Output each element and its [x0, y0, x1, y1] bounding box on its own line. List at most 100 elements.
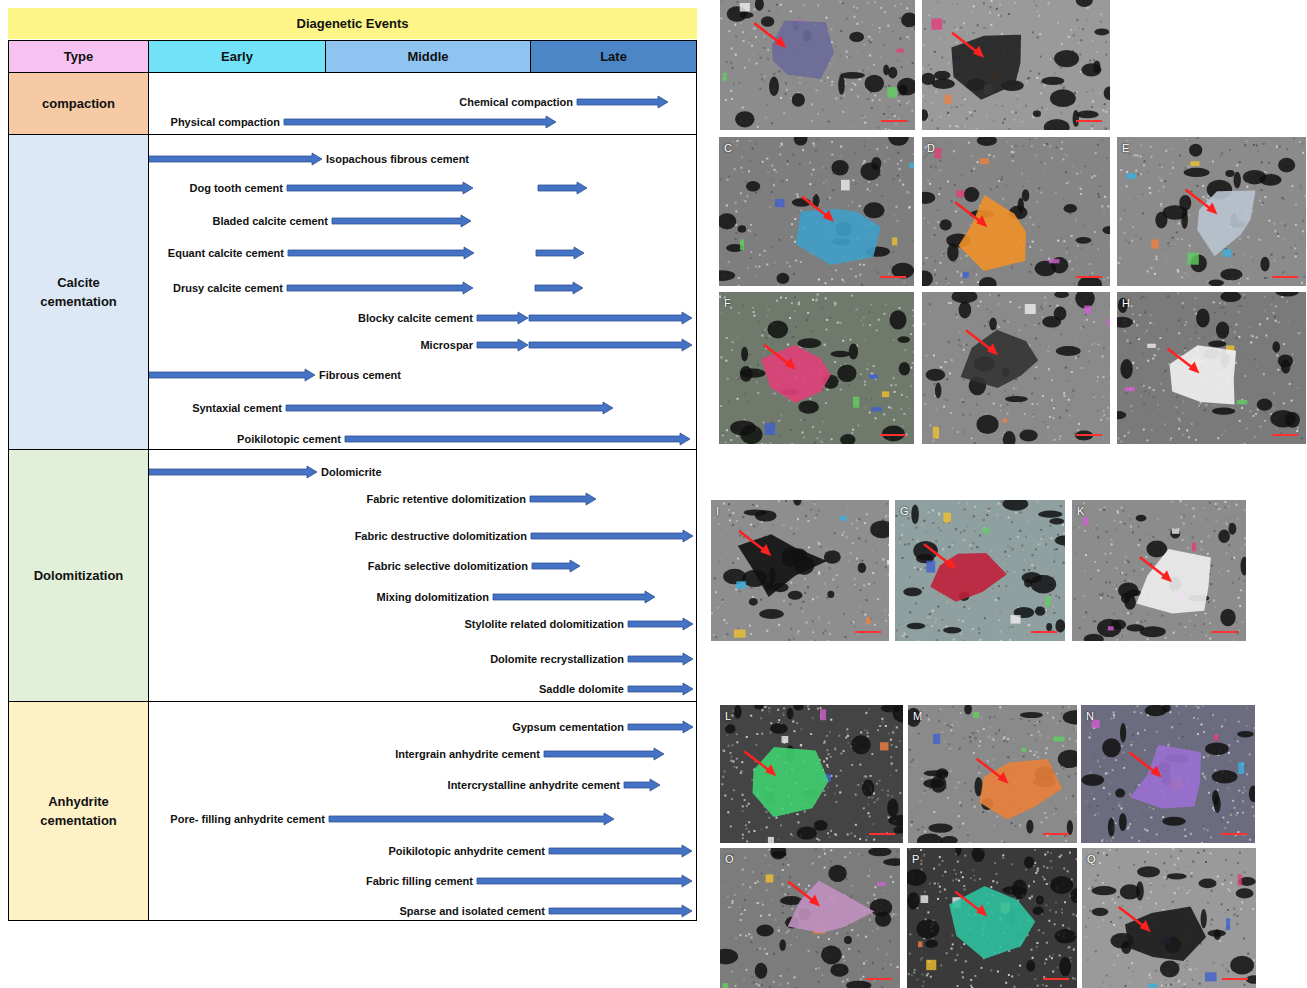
photo-grain [998, 180, 1000, 182]
photo-grain [1039, 33, 1041, 35]
photo-grain [720, 312, 722, 314]
photo-grain [935, 264, 937, 266]
photo-grain [737, 398, 739, 400]
photo-grain [855, 363, 857, 365]
pointer-arrow-head [1206, 202, 1217, 214]
photo-grain [840, 322, 842, 324]
photo-grain [1009, 301, 1011, 303]
photo-grain [791, 223, 793, 225]
photo-grain [1279, 200, 1281, 202]
photo-grain [735, 54, 737, 56]
photo-grain [1066, 182, 1068, 184]
photo-grain [863, 341, 865, 343]
photo-grain [1303, 276, 1305, 278]
photo-grain [1071, 213, 1073, 215]
photo-grain [831, 154, 833, 156]
photo-grain [851, 432, 853, 434]
photo-grain [768, 10, 770, 12]
photo-grain [774, 169, 776, 171]
photo-grain [1295, 224, 1297, 226]
photo-grain [1035, 168, 1037, 170]
photo-grain [947, 316, 949, 318]
photo-pore [882, 426, 905, 442]
photo-grain [1072, 165, 1074, 167]
photo-grain [840, 72, 842, 74]
photo-grain [785, 314, 787, 316]
photo-grain [831, 438, 833, 440]
photo-grain [761, 73, 763, 75]
photo-grain [1050, 277, 1052, 279]
photo-ground [922, 292, 1110, 444]
photo-grain [1173, 195, 1175, 197]
photo-grain [972, 11, 974, 13]
photo-grain [1036, 201, 1038, 203]
pointer-arrow [764, 345, 790, 365]
photo-grain [856, 309, 858, 311]
photo-grain [1017, 393, 1019, 395]
photo-grain [874, 95, 876, 97]
photo-grain [1161, 166, 1163, 168]
photo-grain [823, 421, 825, 423]
photo-grain [764, 250, 766, 252]
photo-grain [969, 111, 971, 113]
photo-grain [887, 106, 889, 108]
photo-grain [906, 102, 908, 104]
photo-grain [1166, 261, 1168, 263]
photo-grain [1063, 240, 1065, 242]
photo-grain [726, 337, 728, 339]
photo-grain [785, 297, 787, 299]
photo-grain [843, 95, 845, 97]
photo-grain [840, 155, 842, 157]
scale-bar [1076, 120, 1102, 122]
photo-grain [1032, 403, 1034, 405]
photo-grain [814, 442, 816, 444]
photo-grain [1120, 198, 1122, 200]
photo-grain [986, 116, 988, 118]
photo-grain [939, 160, 941, 162]
photo-grain [798, 211, 800, 213]
photo-grain [1107, 197, 1109, 199]
timeline-arrow [288, 247, 474, 259]
photo-grain [1092, 100, 1094, 102]
photo-grain [754, 212, 756, 214]
photo-grain [1120, 187, 1122, 189]
photo-grain [1099, 92, 1101, 94]
photo-grain [826, 329, 828, 331]
photo-grain [762, 256, 764, 258]
photo-grain [1293, 138, 1295, 140]
photo-grain [1075, 31, 1077, 33]
photo-grain [1086, 319, 1088, 321]
photomicrograph [719, 292, 916, 446]
photo-grain [949, 372, 951, 374]
photo-grain [749, 314, 751, 316]
photo-grain [763, 422, 765, 424]
photo-grain [934, 260, 936, 262]
photo-grain [1086, 19, 1088, 21]
photo-grain [1033, 116, 1035, 118]
photo-grain [1024, 413, 1026, 415]
photo-grain [752, 148, 754, 150]
photo-grain [934, 274, 936, 276]
photo-grain [863, 316, 865, 318]
photo-grain [881, 195, 883, 197]
photo-grain [1071, 235, 1073, 237]
photo-grain [779, 145, 781, 147]
photo-grain [1017, 94, 1019, 96]
photo-grain [929, 303, 931, 305]
photo-grain [922, 95, 924, 97]
photo-grain [953, 150, 955, 152]
photo-grain [913, 153, 915, 155]
photo-ground [719, 292, 914, 444]
photo-grain [721, 1, 723, 3]
photo-grain [1299, 141, 1301, 143]
photo-grain [888, 406, 890, 408]
photo-grain [1158, 177, 1160, 179]
photo-grain [1306, 239, 1307, 241]
photo-grain [799, 163, 801, 165]
photo-grain [755, 265, 757, 267]
pointer-arrow [802, 197, 828, 217]
photo-pore [741, 347, 748, 362]
photo-grain [1092, 40, 1094, 42]
photo-grain [878, 95, 880, 97]
photo-grain [1033, 70, 1035, 72]
